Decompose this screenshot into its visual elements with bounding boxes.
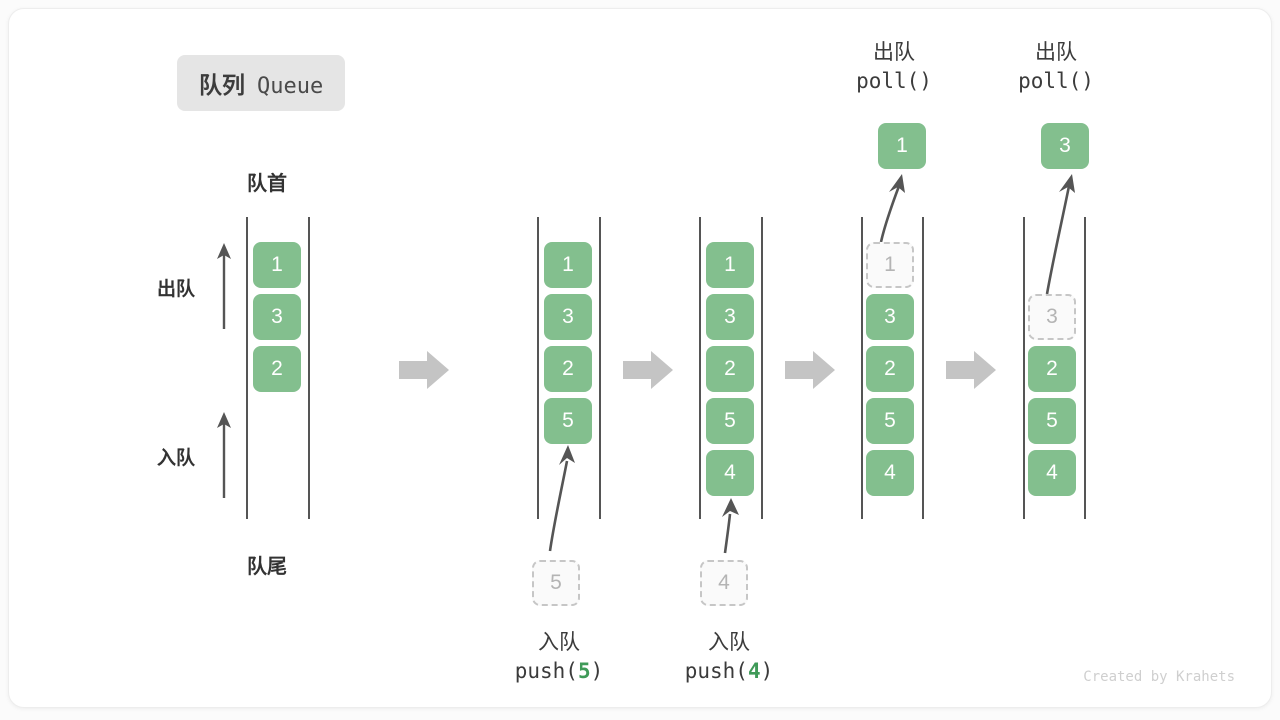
queue-rail-left-col4: [861, 217, 863, 519]
queue-head-label: 队首: [247, 173, 287, 195]
queue-rail-right-col1: [308, 217, 310, 519]
queue-element: 3: [866, 294, 914, 340]
removed-element-ghost: 1: [866, 242, 914, 288]
queue-rail-left-col2: [537, 217, 539, 519]
queue-element-new: 4: [706, 450, 754, 496]
queue-rail-left-col5: [1023, 217, 1025, 519]
queue-element-new: 5: [544, 398, 592, 444]
push-5-code: push(5): [469, 657, 649, 685]
queue-rail-right-col2: [599, 217, 601, 519]
queue-tail-label: 队尾: [247, 556, 287, 578]
push-4-code: push(4): [639, 657, 819, 685]
queue-rail-left-col1: [246, 217, 248, 519]
queue-element: 3: [706, 294, 754, 340]
transition-arrow-icon: [785, 351, 835, 389]
queue-rail-left-col3: [699, 217, 701, 519]
push-5-suffix: ): [590, 659, 604, 684]
push-5-label: 入队 push(5): [469, 629, 649, 686]
poll-curved-arrow-icon: [879, 174, 905, 243]
poll-2-cn: 出队: [1035, 41, 1077, 64]
title-badge: 队列 Queue: [177, 55, 346, 111]
queue-element: 5: [1028, 398, 1076, 444]
queue-element: 5: [866, 398, 914, 444]
queue-element: 2: [866, 346, 914, 392]
transition-arrow-icon: [946, 351, 996, 389]
queue-element: 2: [253, 346, 301, 392]
queue-element: 2: [706, 346, 754, 392]
push-4-cn: 入队: [708, 631, 750, 654]
incoming-element-ghost: 5: [532, 560, 580, 606]
queue-rail-right-col3: [761, 217, 763, 519]
queue-element: 1: [706, 242, 754, 288]
push-5-arg: 5: [577, 659, 591, 684]
popped-element: 3: [1041, 123, 1089, 169]
enqueue-up-arrow-icon: [217, 412, 231, 498]
push-curved-arrow-icon: [722, 498, 739, 554]
queue-rail-right-col5: [1084, 217, 1086, 519]
queue-element: 4: [1028, 450, 1076, 496]
title-en: Queue: [257, 74, 324, 99]
title-cn: 队列: [199, 72, 245, 98]
queue-element: 2: [1028, 346, 1076, 392]
poll-2-code: poll(): [1018, 69, 1094, 94]
dequeue-up-arrow-icon: [217, 243, 231, 329]
poll-curved-arrow-icon: [1045, 174, 1075, 295]
removed-element-ghost: 3: [1028, 294, 1076, 340]
queue-element: 5: [706, 398, 754, 444]
push-5-prefix: push(: [514, 659, 578, 684]
queue-element: 3: [253, 294, 301, 340]
push-4-prefix: push(: [684, 659, 748, 684]
transition-arrow-icon: [399, 351, 449, 389]
push-4-arg: 4: [747, 659, 761, 684]
queue-element: 4: [866, 450, 914, 496]
enqueue-side-label: 入队: [157, 448, 196, 469]
dequeue-side-label: 出队: [157, 279, 196, 300]
poll-1-cn: 出队: [873, 41, 915, 64]
poll-label-2: 出队 poll(): [971, 39, 1141, 96]
queue-element: 1: [253, 242, 301, 288]
queue-element: 1: [544, 242, 592, 288]
queue-rail-right-col4: [922, 217, 924, 519]
queue-element: 3: [544, 294, 592, 340]
push-4-suffix: ): [760, 659, 774, 684]
push-curved-arrow-icon: [548, 445, 575, 552]
popped-element: 1: [878, 123, 926, 169]
push-4-label: 入队 push(4): [639, 629, 819, 686]
poll-1-code: poll(): [856, 69, 932, 94]
poll-label-1: 出队 poll(): [809, 39, 979, 96]
transition-arrow-icon: [623, 351, 673, 389]
diagram-card: 队列 Queue 队首 队尾 出队 入队 1 3 2 1 3: [8, 8, 1272, 708]
push-5-cn: 入队: [538, 631, 580, 654]
watermark: Created by Krahets: [1083, 669, 1235, 685]
incoming-element-ghost: 4: [700, 560, 748, 606]
queue-element: 2: [544, 346, 592, 392]
